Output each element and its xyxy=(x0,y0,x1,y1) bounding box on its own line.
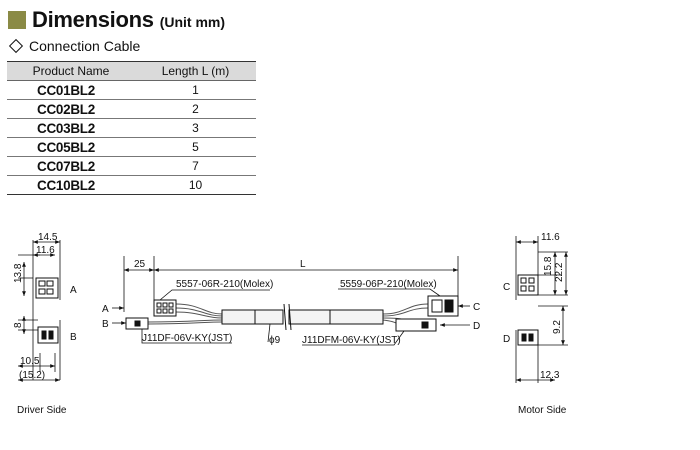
product-name-cell: CC02BL2 xyxy=(7,99,135,119)
cable-end-b-label: B xyxy=(102,319,109,330)
length-cell: 10 xyxy=(135,175,256,195)
driver-dim-width-c: 10.5 xyxy=(20,356,40,367)
length-cell: 1 xyxy=(135,80,256,100)
title-square-icon xyxy=(8,11,26,29)
connector-a-part-label: 5557-06R-210(Molex) xyxy=(176,279,273,290)
column-header-length: Length L (m) xyxy=(135,61,256,81)
cable-diameter-label: ϕ9 xyxy=(269,335,281,346)
page-header: Dimensions (Unit mm) xyxy=(8,6,225,32)
connector-b-part-label: J11DF-06V-KY(JST) xyxy=(142,333,232,344)
driver-connector-b-icon xyxy=(37,326,59,344)
motor-label-d: D xyxy=(503,334,510,345)
cable-end-a-label: A xyxy=(102,304,109,315)
motor-dim-height-c: 9.2 xyxy=(552,320,563,334)
cable-end-c-label: C xyxy=(473,302,480,313)
product-name-cell: CC01BL2 xyxy=(7,80,135,100)
length-cell: 2 xyxy=(135,99,256,119)
motor-side-caption: Motor Side xyxy=(518,405,567,416)
cable-connector-a-icon xyxy=(153,299,177,317)
motor-side-view xyxy=(515,236,568,383)
product-name-cell: CC10BL2 xyxy=(7,175,135,195)
driver-label-a: A xyxy=(70,285,77,296)
motor-dim-width-a: 11.6 xyxy=(541,232,560,243)
product-name-cell: CC05BL2 xyxy=(7,137,135,157)
motor-connector-d-icon xyxy=(517,329,539,346)
section-heading: Connection Cable xyxy=(8,38,140,54)
driver-dim-width-d: (15.2) xyxy=(19,370,45,381)
cable-connector-c-icon xyxy=(427,295,459,317)
column-header-product: Product Name xyxy=(7,61,135,81)
table-row: CC07BL2 7 xyxy=(7,156,256,176)
cable-wires xyxy=(147,303,429,328)
cable-length-label: L xyxy=(300,259,306,270)
unit-label: (Unit mm) xyxy=(159,14,226,30)
table-row: CC10BL2 10 xyxy=(7,175,256,195)
driver-dim-height-a: 13.8 xyxy=(13,263,24,283)
cable-connector-d-icon xyxy=(395,318,437,332)
motor-connector-c-icon xyxy=(517,274,539,296)
cable-offset-label: 25 xyxy=(134,259,146,270)
table-header-row: Product Name Length L (m) xyxy=(7,61,256,81)
driver-connector-a-icon xyxy=(35,277,59,299)
connector-c-part-label: 5559-06P-210(Molex) xyxy=(340,279,437,290)
page-title: Dimensions xyxy=(32,7,154,32)
driver-side-view xyxy=(18,240,61,382)
motor-dim-height-a: 15.8 xyxy=(543,256,554,276)
leader-lines xyxy=(141,288,441,346)
driver-side-caption: Driver Side xyxy=(17,405,67,416)
length-cell: 3 xyxy=(135,118,256,138)
length-cell: 7 xyxy=(135,156,256,176)
table-row: CC01BL2 1 xyxy=(7,80,256,100)
product-table: Product Name Length L (m) CC01BL2 1 CC02… xyxy=(7,61,256,195)
length-cell: 5 xyxy=(135,137,256,157)
motor-dim-width-b: 12.3 xyxy=(540,370,560,381)
cable-end-d-label: D xyxy=(473,321,480,332)
connector-d-part-label: J11DFM-06V-KY(JST) xyxy=(302,335,401,346)
table-row: CC02BL2 2 xyxy=(7,99,256,119)
driver-label-b: B xyxy=(70,332,77,343)
driver-dim-width-a: 14.5 xyxy=(38,232,58,243)
table-row: CC05BL2 5 xyxy=(7,137,256,157)
driver-dim-height-b: 8 xyxy=(13,322,24,328)
product-name-cell: CC07BL2 xyxy=(7,156,135,176)
section-title: Connection Cable xyxy=(29,38,141,54)
cable-sheath xyxy=(221,303,384,331)
motor-dim-height-b: 22.2 xyxy=(554,262,565,282)
table-row: CC03BL2 3 xyxy=(7,118,256,138)
motor-label-c: C xyxy=(503,282,510,293)
cable-assembly xyxy=(112,256,470,327)
product-name-cell: CC03BL2 xyxy=(7,118,135,138)
cable-connector-b-icon xyxy=(125,317,149,330)
driver-dim-width-b: 11.6 xyxy=(36,245,55,256)
